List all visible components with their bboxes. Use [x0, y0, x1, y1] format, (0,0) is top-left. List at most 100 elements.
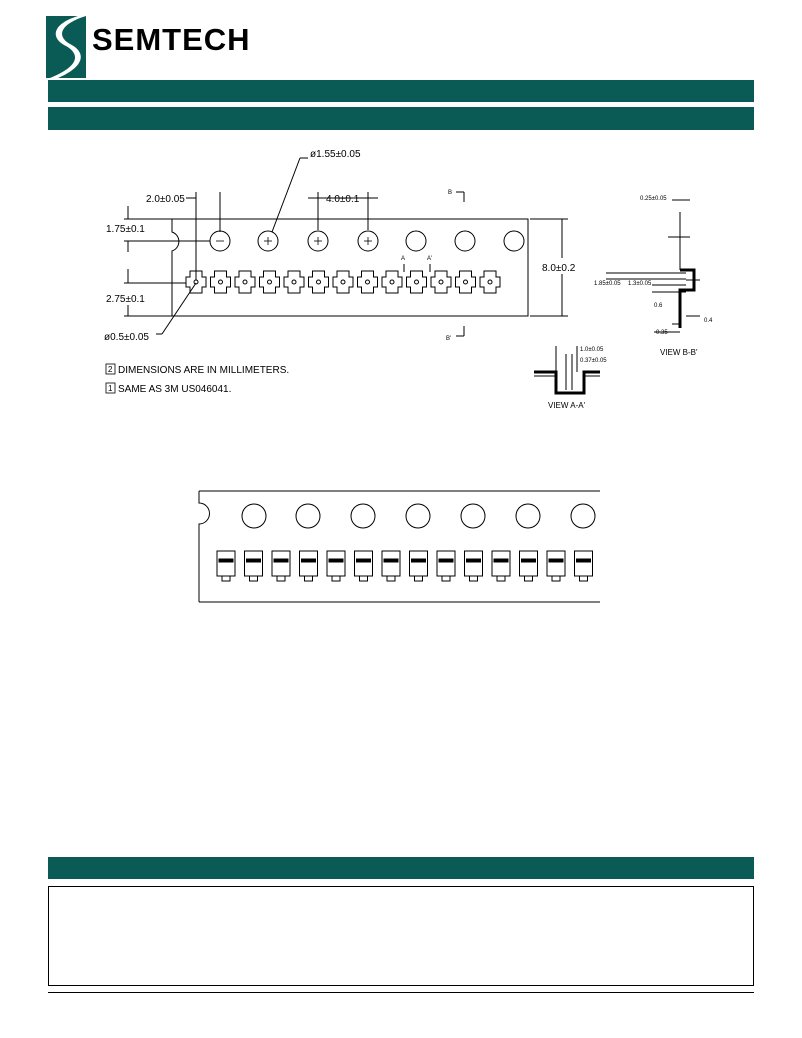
photo-pocket: [381, 550, 401, 577]
photo-pocket-tab: [386, 575, 396, 582]
photo-pocket-band: [328, 558, 344, 563]
photo-pocket: [216, 550, 236, 577]
photo-pocket-tab: [551, 575, 561, 582]
tape-pocket: [430, 270, 452, 294]
note-1-marker: 2: [108, 365, 113, 374]
pocket-hole: [340, 279, 346, 285]
section-b-prime-label: B': [446, 336, 451, 342]
photo-pocket: [546, 550, 566, 577]
photo-pocket-band: [521, 558, 536, 563]
photo-pocket: [354, 550, 373, 577]
dim-sprocket-pitch: 4.0±0.1: [326, 194, 360, 205]
photo-pocket-band: [466, 558, 481, 563]
photo-pocket: [326, 550, 346, 577]
tape-pocket: [357, 270, 378, 294]
photo-pocket-tab: [496, 575, 506, 582]
view-aa-dim2: 0.37±0.05: [580, 358, 607, 364]
photo-pocket: [491, 550, 511, 577]
photo-pocket-band: [273, 558, 289, 563]
tape-pocket: [406, 270, 427, 294]
tape-pocket: [332, 270, 354, 294]
pocket-hole: [414, 279, 419, 285]
photo-sprocket-holes: [241, 503, 596, 529]
photo-pocket-band: [493, 558, 509, 563]
company-name: SEMTECH: [92, 22, 251, 57]
photo-pocket-band: [438, 558, 454, 563]
sprocket-holes: [209, 230, 525, 252]
view-bb-dim-left: 1.85±0.05: [594, 281, 621, 287]
pocket-hole: [365, 279, 370, 285]
header-bar-title: [48, 107, 754, 130]
photo-pocket: [244, 550, 263, 577]
tape-pocket: [210, 270, 231, 294]
photo-pocket-tab: [249, 575, 258, 582]
photo-pocket-tab: [221, 575, 231, 582]
view-bb-dim-top: 0.25±0.05: [640, 196, 667, 202]
section-a-prime-label: A': [427, 256, 432, 262]
view-aa-label: VIEW A-A': [548, 401, 586, 410]
tape-pockets: [185, 270, 501, 294]
tape-reel-drawing: 2.0±0.05 ø1.55±0.05 4.0±0.1 1.75±0.1 2.7…: [104, 149, 713, 603]
tape-pocket: [308, 270, 329, 294]
tape-outline: [171, 218, 529, 317]
photo-tape-outline: [198, 490, 600, 603]
photo-pocket: [574, 550, 593, 577]
dim-sprocket-to-pocket: 2.0±0.05: [146, 194, 185, 205]
photo-pocket-band: [218, 558, 234, 563]
dim-edge-to-hole: 1.75±0.1: [106, 224, 145, 235]
view-bb-dim-04: 0.4: [704, 318, 713, 324]
pocket-hole: [487, 279, 493, 285]
pocket-hole: [267, 279, 272, 285]
tape-pocket: [234, 270, 256, 294]
photo-pocket-tab: [579, 575, 588, 582]
semtech-logo: [46, 14, 336, 78]
photo-pocket-tab: [276, 575, 286, 582]
pocket-hole: [389, 279, 395, 285]
pocket-hole: [316, 279, 321, 285]
photo-pocket-tab: [331, 575, 341, 582]
pocket-hole: [438, 279, 444, 285]
footer-rule: [48, 992, 754, 993]
photo-pocket-band: [576, 558, 591, 563]
semtech-logo-mark: [46, 16, 86, 78]
tape-pocket: [283, 270, 305, 294]
photo-pocket-tab: [441, 575, 451, 582]
contact-box: [48, 886, 754, 986]
tape-pocket: [259, 270, 280, 294]
tape-pocket: [455, 270, 476, 294]
photo-pockets: [216, 550, 593, 582]
tape-pocket: [479, 270, 501, 294]
tape-pocket: [381, 270, 403, 294]
view-bb-dim-mid: 1.3±0.05: [628, 281, 652, 287]
dim-pocket-hole-diameter: ø0.5±0.05: [104, 332, 149, 343]
photo-pocket: [271, 550, 291, 577]
photo-pocket: [436, 550, 456, 577]
photo-pocket-tab: [359, 575, 368, 582]
tape-pocket: [185, 270, 207, 294]
photo-pocket-band: [301, 558, 316, 563]
photo-pocket: [464, 550, 483, 577]
section-b-label: B: [448, 190, 452, 196]
photo-pocket: [299, 550, 318, 577]
photo-pocket-band: [411, 558, 426, 563]
photo-pocket-tab: [304, 575, 313, 582]
photo-pocket-tab: [524, 575, 533, 582]
pocket-hole: [242, 279, 248, 285]
pocket-hole: [218, 279, 223, 285]
photo-pocket-tab: [414, 575, 423, 582]
photo-pocket-band: [383, 558, 399, 563]
note-2-marker: 1: [108, 384, 113, 393]
section-bar: [48, 857, 754, 879]
header-bar-top: [48, 80, 754, 102]
view-bb-dim-035: 0.35: [656, 330, 668, 336]
view-aa-dim1: 1.0±0.05: [580, 347, 604, 353]
photo-pocket-band: [246, 558, 261, 563]
dim-hole-diameter: ø1.55±0.05: [310, 149, 361, 160]
section-a-label: A: [401, 256, 405, 262]
pocket-hole: [291, 279, 297, 285]
photo-pocket: [519, 550, 538, 577]
view-bb-dim-06: 0.6: [654, 303, 663, 309]
photo-pocket: [409, 550, 428, 577]
photo-pocket-band: [548, 558, 564, 563]
pocket-hole: [463, 279, 468, 285]
